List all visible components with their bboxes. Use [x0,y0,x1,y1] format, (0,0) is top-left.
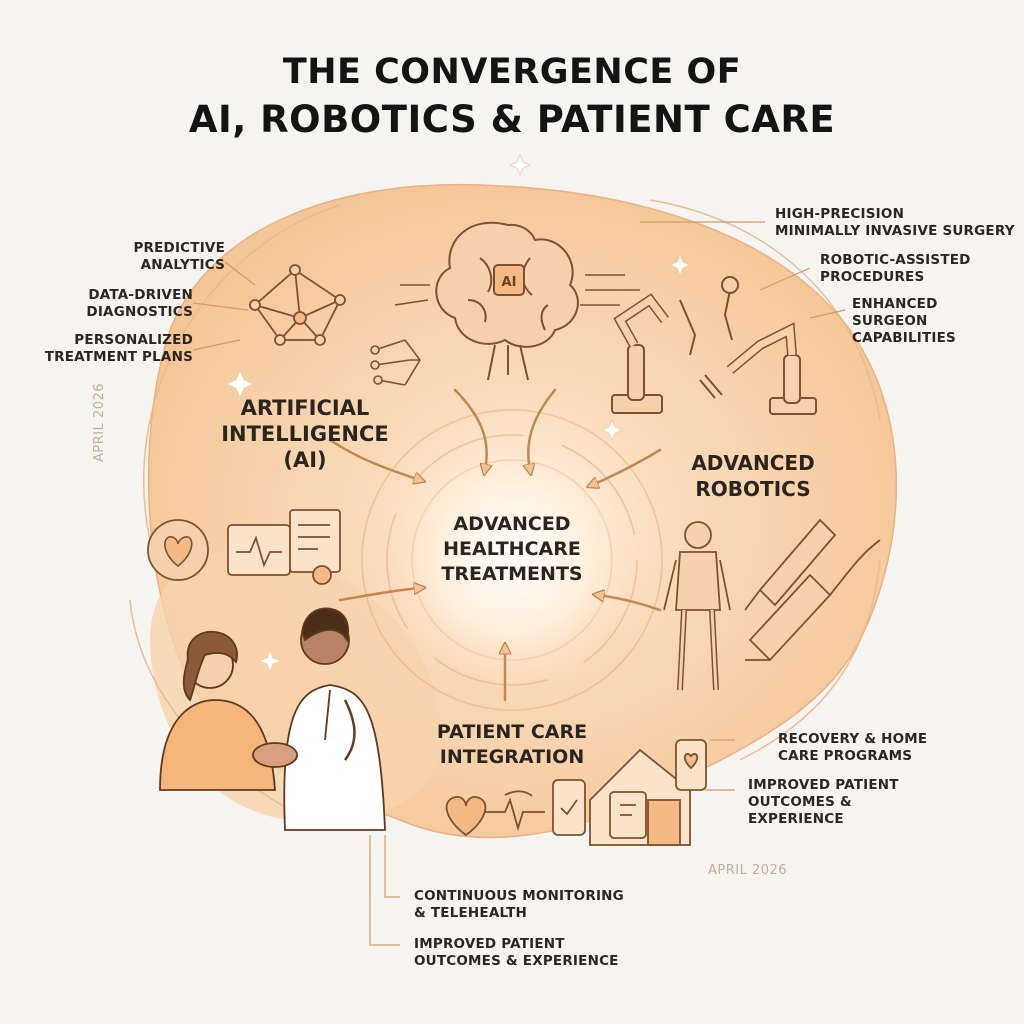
robotics-benefit-1-line-1: HIGH-PRECISION [775,206,905,222]
robotics-benefit-1-line-2: MINIMALLY INVASIVE SURGERY [775,223,1015,239]
hub-patient-line-1: PATIENT CARE [436,721,588,743]
tablet-icon [609,791,647,839]
hub-ai-line-3: (AI) [283,448,327,472]
robotics-benefit-surgery: HIGH-PRECISION MINIMALLY INVASIVE SURGER… [775,206,1015,240]
care-benefit-2-line-1: IMPROVED PATIENT [748,777,899,793]
sparkles [224,153,692,674]
robotics-benefit-2-line-1: ROBOTIC-ASSISTED [820,252,971,268]
doctor-patient-icon [159,607,386,831]
ai-benefit-2-line-1: DATA-DRIVEN [88,287,193,303]
center-line-2: HEALTHCARE [443,538,581,560]
ai-benefit-diagnostics: DATA-DRIVEN DIAGNOSTICS [53,287,193,321]
ai-benefit-predictive: PREDICTIVE ANALYTICS [85,240,225,274]
hub-patient-care: PATIENT CARE INTEGRATION [412,720,612,770]
ai-benefit-1-line-1: PREDICTIVE [133,240,225,256]
care-benefit-monitoring: CONTINUOUS MONITORING & TELEHEALTH [414,888,674,922]
care-benefit-1-line-2: CARE PROGRAMS [778,748,913,764]
care-benefit-2-line-2: OUTCOMES & [748,794,852,810]
hub-ai: ARTIFICIAL INTELLIGENCE (AI) [210,395,400,473]
robotics-benefit-3-line-1: ENHANCED [852,296,938,312]
heart-icon [147,519,209,581]
ai-benefit-personalized: PERSONALIZED TREATMENT PLANS [33,332,193,366]
title-line-1: THE CONVERGENCE OF [282,52,742,92]
monitor-ecg-icon [227,524,291,576]
hub-robotics-line-1: ADVANCED [691,451,815,475]
date-label-bottom: APRIL 2026 [708,863,788,878]
hub-robotics-line-2: ROBOTICS [695,477,811,501]
neural-network-icon [249,264,346,346]
care-benefit-4-line-1: IMPROVED PATIENT [414,936,565,952]
hub-robotics: ADVANCED ROBOTICS [668,450,838,502]
ai-benefit-3-line-2: TREATMENT PLANS [44,349,193,365]
ai-benefit-2-line-2: DIAGNOSTICS [86,304,193,320]
svg-text:AI: AI [502,275,517,290]
center-line-1: ADVANCED [453,513,571,535]
center-line-3: TREATMENTS [441,563,583,585]
document-icon [289,509,341,585]
leader-lines [192,221,846,946]
hub-ai-line-1: ARTIFICIAL [240,396,370,420]
center-label: ADVANCED HEALTHCARE TREATMENTS [392,512,632,587]
flow-arrows [328,388,662,702]
robotics-benefit-3-line-3: CAPABILITIES [852,330,956,346]
robotics-benefit-3-line-2: SURGEON [852,313,928,329]
surgical-tool-icon [744,518,881,662]
center-glow [377,425,647,695]
robotics-benefit-2-line-2: PROCEDURES [820,269,925,285]
care-benefit-outcomes-bottom: IMPROVED PATIENT OUTCOMES & EXPERIENCE [414,936,674,970]
care-benefit-1-line-1: RECOVERY & HOME [778,731,928,747]
phone-icon [552,739,707,836]
care-benefit-4-line-2: OUTCOMES & EXPERIENCE [414,953,619,969]
exoskeleton-icon [663,521,731,691]
care-benefit-3-line-2: & TELEHEALTH [414,905,527,921]
brain-chip-icon: AI [394,221,640,381]
care-benefit-3-line-1: CONTINUOUS MONITORING [414,888,624,904]
neural-tree-icon [370,339,421,386]
date-label-side: APRIL 2026 [92,382,107,462]
hub-patient-line-2: INTEGRATION [439,746,585,768]
title-line-2: AI, ROBOTICS & PATIENT CARE [188,98,836,141]
ai-benefit-1-line-2: ANALYTICS [140,257,225,273]
ai-benefit-3-line-1: PERSONALIZED [74,332,193,348]
care-benefit-outcomes-right: IMPROVED PATIENT OUTCOMES & EXPERIENCE [748,777,948,828]
care-benefit-recovery: RECOVERY & HOME CARE PROGRAMS [778,731,978,765]
heart-pulse-icon [445,790,545,837]
robotic-arm-icon [611,276,817,415]
hub-ai-line-2: INTELLIGENCE [221,422,389,446]
robotics-benefit-surgeon: ENHANCED SURGEON CAPABILITIES [852,296,1012,347]
robotics-benefit-procedures: ROBOTIC-ASSISTED PROCEDURES [820,252,1000,286]
care-benefit-2-line-3: EXPERIENCE [748,811,844,827]
